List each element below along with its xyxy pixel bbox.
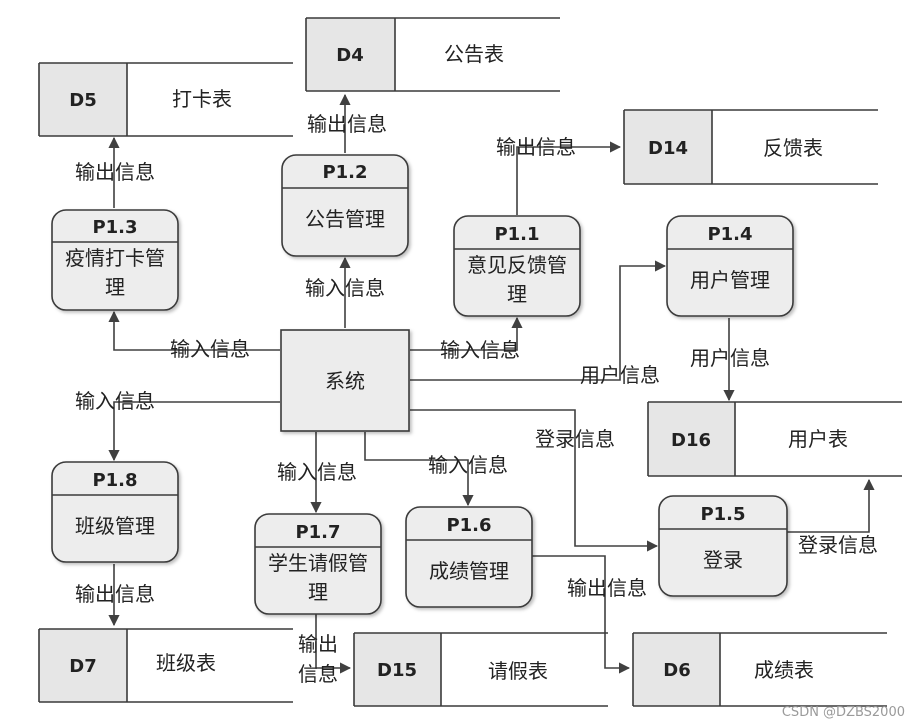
process-p11-id: P1.1 [494, 224, 539, 245]
process-p17-name-line2: 理 [308, 580, 328, 604]
edge-p15-d16 [787, 478, 875, 533]
store-d7-name: 班级表 [156, 651, 216, 675]
process-p13-name-line2: 理 [105, 275, 125, 299]
process-p13 [51, 209, 179, 311]
store-d16: D16 用户表 [647, 401, 902, 477]
store-d16-name: 用户表 [788, 427, 848, 451]
store-d5: D5 打卡表 [38, 62, 293, 137]
store-d4-name: 公告表 [444, 42, 504, 66]
process-p17 [254, 513, 382, 615]
process-p13-id: P1.3 [92, 217, 137, 238]
process-p12 [281, 154, 409, 257]
process-p16 [405, 506, 533, 608]
flow-labels: 输出信息 输出信息 输出信息 输入信息 输入信息 输入信息 用户信息 用户信息 … [75, 112, 878, 686]
process-p18-id: P1.8 [92, 470, 137, 491]
flow-label-out-d15-line1: 输出 [298, 632, 338, 656]
store-d5-id: D5 [69, 90, 96, 111]
process-p18-name: 班级管理 [75, 514, 155, 538]
flow-label-out-d6: 输出信息 [567, 576, 647, 600]
flow-label-in-p16: 输入信息 [428, 453, 508, 477]
edge-sys-p18 [108, 401, 280, 462]
process-p15 [658, 495, 788, 597]
edge-sys-p14 [410, 260, 667, 381]
edge-p16-d6 [532, 555, 631, 674]
process-p11-name-line2: 理 [507, 282, 527, 306]
process-p15-id: P1.5 [700, 504, 745, 525]
system-entity-label: 系统 [325, 369, 365, 393]
store-d6: D6 成绩表 [632, 632, 887, 707]
process-p17-name-line1: 学生请假管 [268, 551, 368, 575]
store-d5-name: 打卡表 [172, 87, 232, 111]
edge-sys-p11 [410, 316, 523, 351]
edge-p11-d14 [516, 141, 622, 215]
store-d15: D15 请假表 [353, 632, 608, 707]
store-d4: D4 公告表 [305, 17, 560, 92]
process-p11 [453, 215, 581, 317]
process-p12-id: P1.2 [322, 162, 367, 183]
process-p16-id: P1.6 [446, 515, 491, 536]
process-p14 [666, 215, 794, 317]
flow-label-user-info-p14: 用户信息 [580, 363, 660, 387]
flow-label-in-p12: 输入信息 [305, 276, 385, 300]
store-d14: D14 反馈表 [623, 109, 878, 185]
edge-sys-p13 [108, 310, 280, 351]
flow-label-out-d14: 输出信息 [496, 135, 576, 159]
flow-label-in-p11: 输入信息 [440, 338, 520, 362]
flow-label-in-p17: 输入信息 [277, 460, 357, 484]
flow-label-in-p18: 输入信息 [75, 389, 155, 413]
process-p16-name: 成绩管理 [429, 559, 509, 583]
store-d7: D7 班级表 [38, 628, 293, 703]
store-d16-id: D16 [671, 430, 711, 451]
edge-sys-p16 [364, 432, 474, 507]
flow-label-login-info-d16: 登录信息 [798, 533, 878, 557]
process-p14-name: 用户管理 [690, 268, 770, 292]
store-d6-name: 成绩表 [754, 658, 814, 682]
store-d7-id: D7 [69, 656, 96, 677]
process-p12-name: 公告管理 [305, 207, 385, 231]
process-p14-id: P1.4 [707, 224, 752, 245]
watermark: CSDN @DZBS2000 [782, 705, 905, 720]
process-p13-name-line1: 疫情打卡管 [65, 246, 165, 270]
flow-edges [108, 93, 875, 674]
process-p17-id: P1.7 [295, 522, 340, 543]
flow-label-out-d15-line2: 信息 [298, 662, 338, 686]
flow-label-out-d5: 输出信息 [75, 160, 155, 184]
flow-label-out-d4: 输出信息 [307, 112, 387, 136]
store-d15-name: 请假表 [488, 659, 548, 683]
system-entity [280, 329, 410, 432]
store-d6-id: D6 [663, 660, 690, 681]
store-d14-id: D14 [648, 138, 688, 159]
edge-p17-d15 [315, 614, 352, 674]
store-d14-name: 反馈表 [763, 136, 823, 160]
flow-label-in-p13: 输入信息 [170, 337, 250, 361]
store-d15-id: D15 [377, 660, 417, 681]
process-p11-name-line1: 意见反馈管 [467, 253, 567, 277]
flow-label-login-info-p15: 登录信息 [535, 427, 615, 451]
edge-sys-p15 [410, 409, 659, 552]
process-p18 [51, 461, 179, 563]
flow-label-user-info-d16: 用户信息 [690, 346, 770, 370]
store-d4-id: D4 [336, 45, 363, 66]
process-p15-name: 登录 [703, 548, 743, 572]
flow-label-out-d7: 输出信息 [75, 582, 155, 606]
